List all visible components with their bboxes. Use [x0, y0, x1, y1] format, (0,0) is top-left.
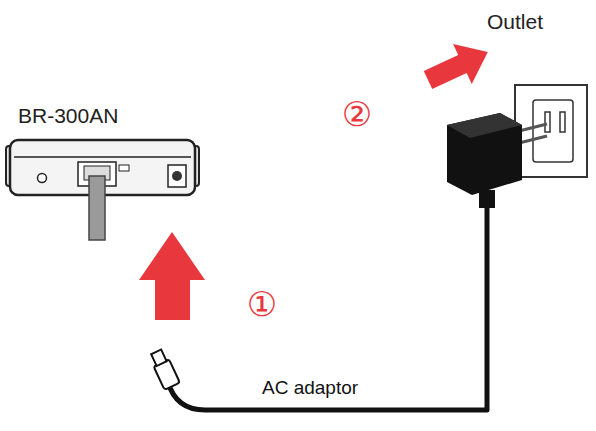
- part-label-holder: Outlet: [487, 10, 543, 34]
- plug-tip: [151, 350, 166, 366]
- dc-jack-hole: [172, 171, 182, 181]
- outlet-plate: [515, 85, 587, 177]
- part-label-holder: AC adaptor: [262, 377, 358, 399]
- outlet-slot: [545, 112, 550, 132]
- part-label: BR-300AN: [18, 104, 118, 128]
- device-edge: [14, 156, 191, 158]
- outlet-face: [533, 100, 573, 162]
- callout-number-holder: ②: [342, 95, 372, 134]
- wall-outlet: [515, 85, 587, 177]
- lan-cable: [89, 176, 105, 240]
- dc-jack: [168, 165, 186, 187]
- part-label: AC adaptor: [262, 377, 358, 399]
- dc-plug: [148, 348, 179, 390]
- red-arrow: [139, 232, 205, 320]
- reset-button: [38, 174, 47, 183]
- red-arrow-shape: [419, 32, 497, 100]
- adaptor-cable: [168, 200, 487, 410]
- router-device: [6, 140, 199, 240]
- callout-number-holder: ①: [247, 285, 277, 324]
- part-label: Outlet: [487, 10, 543, 34]
- adaptor-body: [447, 113, 522, 195]
- callout-number: ①: [247, 285, 277, 324]
- part-label-holder: BR-300AN: [18, 104, 118, 128]
- outlet-slot: [560, 112, 565, 132]
- adaptor-top: [447, 113, 522, 138]
- callout-number: ②: [342, 95, 372, 134]
- adaptor-stem: [479, 190, 495, 208]
- indicator: [119, 165, 129, 171]
- red-arrow: [419, 32, 497, 100]
- ac-adaptor: [447, 113, 547, 208]
